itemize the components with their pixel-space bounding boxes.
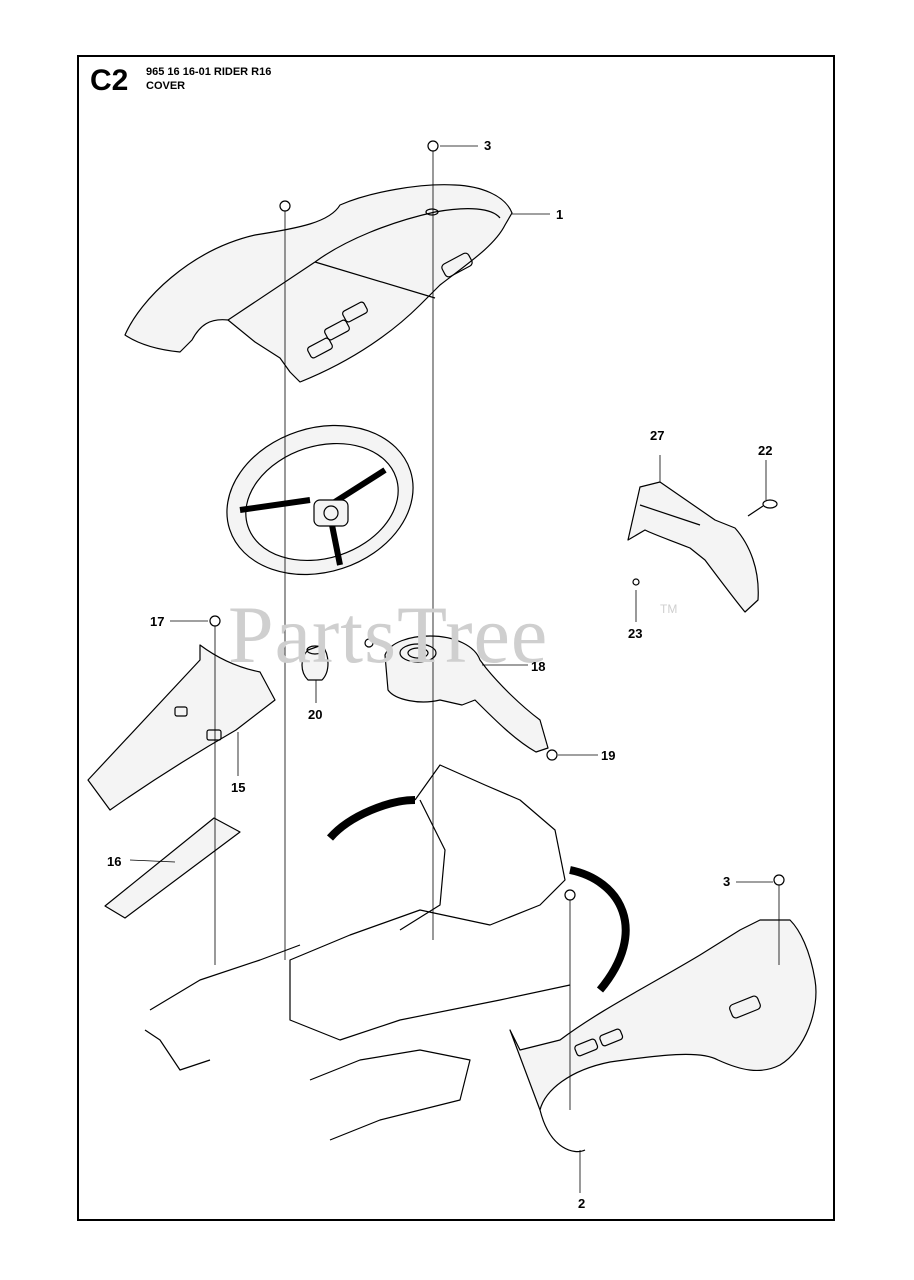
steering-wheel[interactable]	[207, 402, 432, 598]
part-16-strip[interactable]	[104, 817, 241, 919]
callout-3-top[interactable]: 3	[484, 138, 492, 153]
watermark-trademark: TM	[660, 602, 678, 616]
callout-3-rear[interactable]: 3	[723, 874, 731, 889]
section-code: C2	[90, 64, 129, 97]
callout-16[interactable]: 16	[107, 854, 122, 869]
part-15-side-panel[interactable]	[87, 644, 276, 811]
part-22-pin[interactable]	[747, 499, 778, 517]
part-2-rear-fender[interactable]	[509, 919, 817, 1153]
callout-27[interactable]: 27	[650, 428, 665, 443]
callout-19[interactable]: 19	[601, 748, 616, 763]
callout-22[interactable]: 22	[758, 443, 773, 458]
diagram-frame	[77, 55, 835, 1221]
callout-2[interactable]: 2	[578, 1196, 586, 1211]
part-20-knob[interactable]	[301, 644, 329, 681]
chassis-frame	[144, 764, 630, 1141]
watermark-text: PartsTree	[228, 589, 549, 680]
callout-1[interactable]: 1	[556, 207, 564, 222]
model-line: 965 16 16-01 RIDER R16	[146, 66, 272, 78]
callout-20[interactable]: 20	[308, 707, 323, 722]
leader-lines	[129, 145, 780, 1193]
callout-15[interactable]: 15	[231, 780, 246, 795]
part-27-shield[interactable]	[627, 481, 759, 613]
part-1-front-cover[interactable]	[124, 184, 513, 383]
callout-17[interactable]: 17	[150, 614, 165, 629]
diagram-subtitle: COVER	[146, 80, 186, 92]
callout-18[interactable]: 18	[531, 659, 546, 674]
part-18-console[interactable]	[364, 635, 549, 753]
callout-23[interactable]: 23	[628, 626, 643, 641]
